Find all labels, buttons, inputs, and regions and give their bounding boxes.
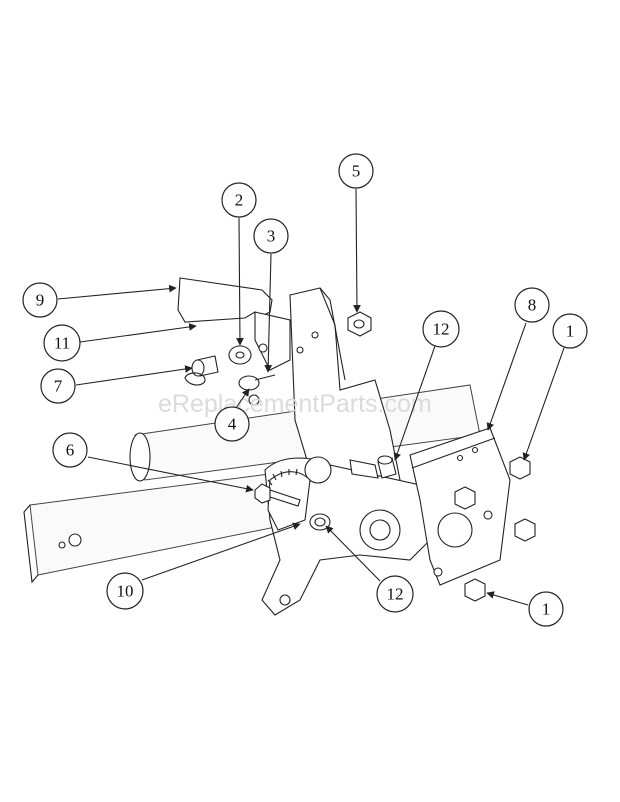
watermark-text: eReplacementParts.com — [158, 390, 432, 418]
callout-7-label: 7 — [54, 377, 63, 396]
callout-4: 4 — [214, 406, 250, 442]
callout-10-label: 10 — [117, 582, 134, 601]
callout-1-upper-label: 1 — [566, 322, 575, 341]
bolt-6 — [254, 483, 301, 507]
spacer-12-upper — [377, 455, 397, 479]
spacer-12-lower — [309, 513, 331, 531]
callout-12-upper: 12 — [422, 310, 460, 348]
callout-6: 6 — [52, 432, 88, 468]
callout-7: 7 — [40, 368, 76, 404]
callout-1-lower: 1 — [528, 591, 564, 627]
callout-12-upper-label: 12 — [433, 320, 450, 339]
callout-2: 2 — [221, 182, 257, 218]
callout-8: 8 — [514, 287, 550, 323]
nuts-1 — [454, 456, 536, 602]
callout-8-label: 8 — [528, 296, 537, 315]
callout-1-upper: 1 — [552, 313, 588, 349]
callout-11-label: 11 — [54, 334, 70, 353]
upper-bracket — [289, 287, 401, 501]
nut-5 — [347, 311, 372, 337]
lever-hardware — [184, 345, 276, 406]
callout-12-lower-label: 12 — [387, 585, 404, 604]
callout-9-label: 9 — [36, 291, 45, 310]
callout-4-label: 4 — [228, 415, 237, 434]
callout-3-label: 3 — [267, 227, 276, 246]
callout-6-label: 6 — [66, 441, 75, 460]
leader-lines — [57, 188, 565, 606]
callout-9: 9 — [22, 282, 58, 318]
callout-12-lower: 12 — [376, 575, 414, 613]
callout-1-lower-label: 1 — [542, 600, 551, 619]
callout-5-label: 5 — [352, 162, 361, 181]
callout-2-label: 2 — [235, 191, 244, 210]
callout-3: 3 — [253, 218, 289, 254]
callout-10: 10 — [106, 572, 144, 610]
callout-11: 11 — [43, 324, 81, 362]
lever-handle — [177, 277, 291, 371]
callout-5: 5 — [338, 153, 374, 189]
